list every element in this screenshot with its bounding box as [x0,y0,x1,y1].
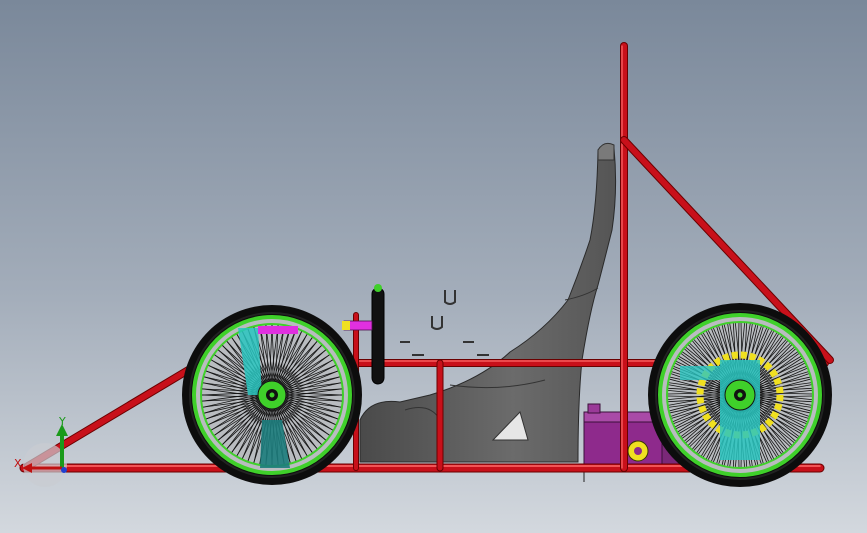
front-wheel[interactable] [182,305,362,485]
spoke [247,401,268,461]
rear-wheel[interactable] [648,303,832,487]
spoke [276,327,291,389]
spoke [279,354,330,394]
spoke [253,401,268,463]
spoke [276,401,330,436]
spoke [272,402,302,459]
spoke [278,337,313,391]
spoke [277,331,302,390]
spoke [279,365,336,395]
spoke [204,393,265,414]
spoke [222,398,266,445]
spoke [276,400,333,431]
seat-cutout [491,411,529,441]
spoke [275,326,285,389]
spoke [275,401,322,445]
spoke [277,334,308,391]
spoke [276,329,297,389]
spoke [278,345,322,392]
spoke [278,341,318,392]
spoke [278,399,340,414]
spoke [214,396,265,436]
spoke [218,397,265,441]
spoke [274,325,279,388]
spoke [278,398,341,408]
spoke [275,401,326,441]
spoke [278,399,338,420]
spoke [208,395,265,425]
spoke [279,349,326,393]
spoke [226,398,266,449]
spoke [279,394,343,399]
spoke [211,396,265,431]
spoke [273,402,308,456]
coordinate-triad: Y X [14,415,68,487]
spoke [279,370,338,396]
spoke [242,400,267,459]
spoke [279,382,342,397]
spoke [277,400,336,425]
spoke [279,359,333,394]
spoke [231,399,266,453]
spoke [279,397,342,402]
spoke [273,402,313,453]
spoke [236,399,267,456]
spoke [279,376,340,397]
spoke [202,393,265,408]
spoke [259,325,274,388]
steering-column[interactable] [342,284,489,385]
spoke [206,394,265,420]
spoke [279,388,342,398]
spoke [274,402,318,449]
rear-sprocket [696,351,784,439]
spoke [271,402,297,461]
triad-x-label: X [14,457,22,470]
spoke [265,325,275,388]
seat[interactable] [359,142,617,463]
spoke [271,324,276,388]
triad-y-label: Y [58,415,66,428]
